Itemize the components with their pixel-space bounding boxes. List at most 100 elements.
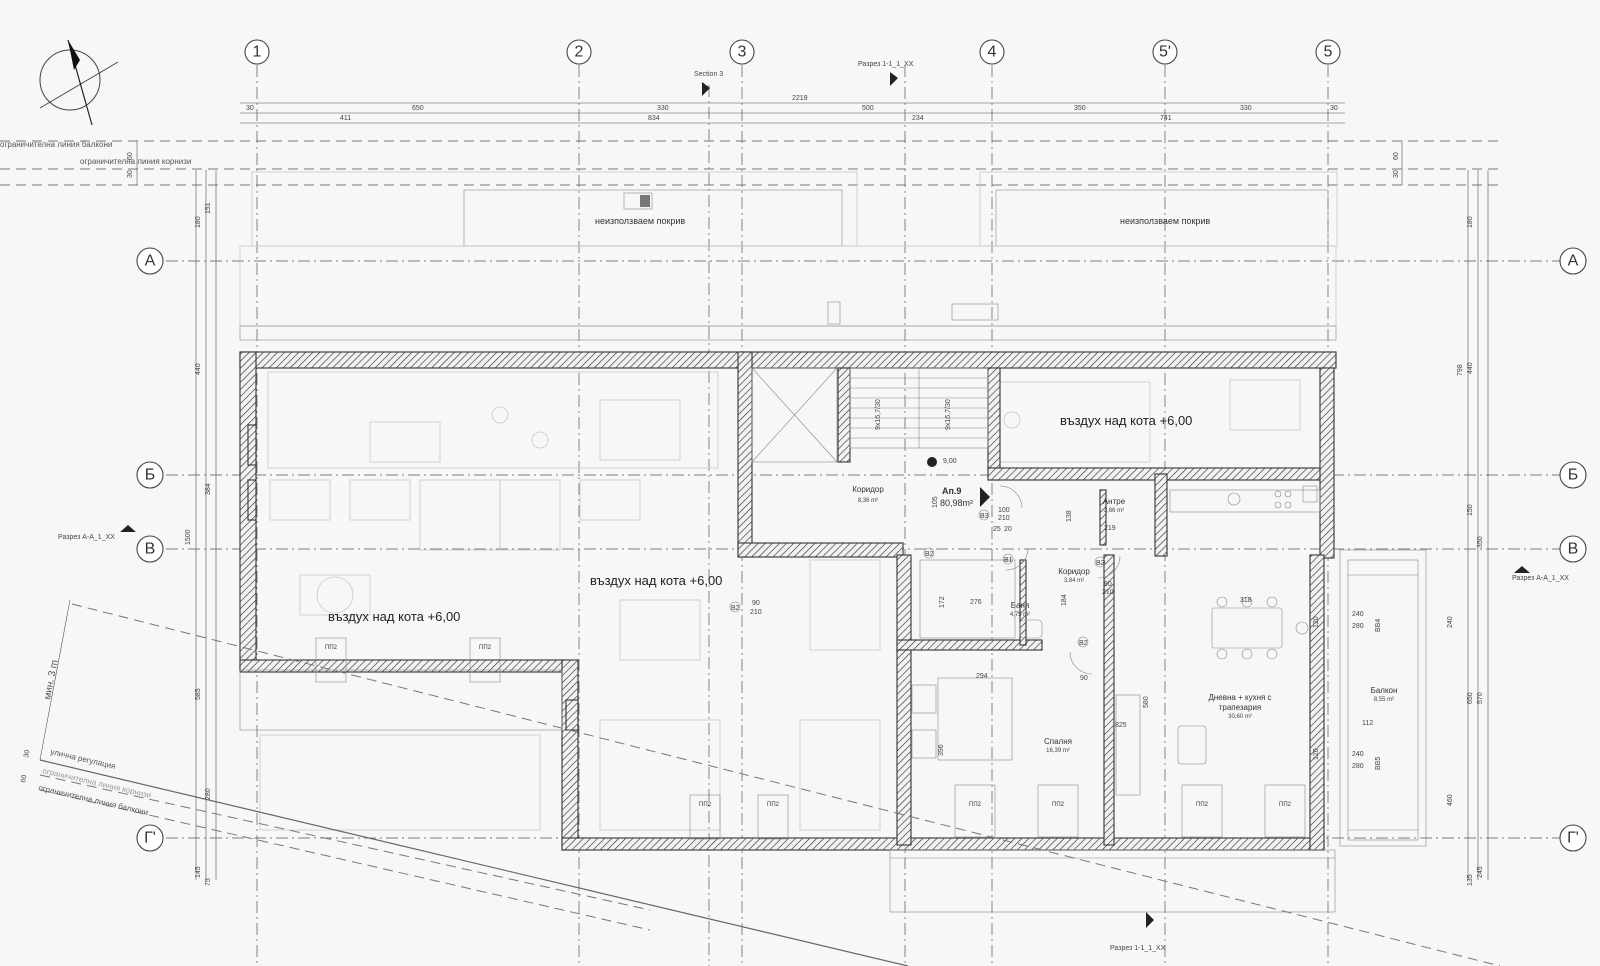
north-arrow-icon — [39, 39, 119, 126]
svg-text:180: 180 — [1467, 216, 1474, 228]
door-markers: B2 90 210 B3 100 210 B1 B2 90 210 B2 B2 … — [729, 485, 1121, 675]
svg-text:500: 500 — [862, 105, 874, 112]
svg-text:Разрез 1-1_1_XX: Разрез 1-1_1_XX — [858, 61, 914, 68]
svg-text:А: А — [1568, 253, 1579, 270]
svg-text:Ап.9: Ап.9 — [942, 486, 961, 496]
svg-text:60: 60 — [1393, 152, 1400, 160]
svg-text:210: 210 — [750, 609, 762, 616]
svg-text:Разрез А-А_1_XX: Разрез А-А_1_XX — [1512, 575, 1569, 582]
svg-text:9x16,7/30: 9x16,7/30 — [945, 399, 952, 430]
svg-text:210: 210 — [1102, 589, 1114, 596]
svg-text:8,36 m²: 8,36 m² — [858, 498, 878, 504]
svg-text:ПП2: ПП2 — [479, 645, 492, 651]
svg-text:8,55 m²: 8,55 m² — [1374, 697, 1394, 703]
svg-text:30: 30 — [23, 749, 31, 758]
svg-text:240: 240 — [1352, 611, 1364, 618]
svg-text:въздух над кота +6,00: въздух над кота +6,00 — [1060, 413, 1192, 428]
ghost-floor — [259, 371, 1301, 831]
svg-text:2: 2 — [575, 44, 584, 61]
svg-text:151: 151 — [205, 202, 212, 214]
svg-text:80,98m²: 80,98m² — [940, 498, 973, 508]
svg-text:16,39 m²: 16,39 m² — [1046, 748, 1070, 754]
svg-text:Антре: Антре — [1103, 497, 1126, 506]
svg-text:20: 20 — [1004, 526, 1012, 533]
svg-text:ПП2: ПП2 — [325, 645, 338, 651]
svg-text:90: 90 — [1104, 581, 1112, 588]
svg-text:280: 280 — [205, 788, 212, 800]
svg-text:112: 112 — [1362, 720, 1373, 727]
svg-text:2219: 2219 — [792, 95, 808, 102]
svg-text:650: 650 — [412, 105, 424, 112]
svg-text:350: 350 — [1074, 105, 1086, 112]
svg-text:3,66 m²: 3,66 m² — [1104, 508, 1124, 514]
svg-text:60: 60 — [20, 774, 28, 783]
room-labels: Коридор 8,36 m² Антре 3,66 m² Коридор 3,… — [852, 485, 1397, 754]
svg-text:B1: B1 — [1004, 557, 1013, 564]
svg-text:440: 440 — [195, 363, 202, 375]
svg-text:мин. 3 m: мин. 3 m — [42, 659, 60, 701]
svg-text:145: 145 — [195, 866, 202, 878]
svg-text:ПП2: ПП2 — [1279, 802, 1292, 808]
svg-text:B2: B2 — [925, 551, 934, 558]
svg-text:ограничителна линия корнизи: ограничителна линия корнизи — [80, 157, 191, 166]
axis-bubbles-side: А Б В Г' А Б В Г' — [136, 247, 1587, 852]
svg-text:30: 30 — [246, 105, 254, 112]
svg-text:Б: Б — [145, 467, 156, 484]
svg-text:172: 172 — [939, 596, 946, 608]
svg-text:ВВ4: ВВ4 — [1375, 619, 1382, 632]
svg-text:Разрез 1-1_1_XX: Разрез 1-1_1_XX — [1110, 945, 1166, 952]
svg-text:Г': Г' — [144, 830, 156, 847]
svg-text:B2: B2 — [1079, 640, 1088, 647]
svg-text:9,00: 9,00 — [943, 458, 957, 465]
svg-text:138: 138 — [1066, 510, 1073, 522]
svg-text:Б: Б — [1568, 467, 1579, 484]
svg-text:25: 25 — [993, 526, 1001, 533]
svg-text:240: 240 — [1447, 616, 1454, 628]
svg-text:Разрез А-А_1_XX: Разрез А-А_1_XX — [58, 534, 115, 541]
svg-text:Г': Г' — [1567, 830, 1579, 847]
svg-text:330: 330 — [657, 105, 669, 112]
svg-text:580: 580 — [1143, 696, 1150, 708]
svg-text:B3: B3 — [980, 513, 989, 520]
balcony: 240 280 240 280 112 ВВ4 ВВ5 — [1339, 549, 1427, 847]
svg-text:В: В — [145, 541, 156, 558]
svg-text:219: 219 — [1104, 525, 1116, 532]
svg-text:384: 384 — [205, 483, 212, 495]
svg-text:90: 90 — [1080, 675, 1088, 682]
svg-text:330: 330 — [1240, 105, 1252, 112]
svg-text:75: 75 — [205, 878, 212, 886]
svg-text:234: 234 — [912, 115, 924, 122]
radiators: ПП2 ПП2 ПП2 ПП2 ПП2 ПП2 ПП2 ПП2 — [315, 637, 1306, 840]
svg-text:650: 650 — [1467, 692, 1474, 704]
svg-text:60: 60 — [127, 152, 134, 160]
svg-text:105: 105 — [932, 496, 939, 508]
furniture — [911, 485, 1321, 796]
svg-text:4,75 m²: 4,75 m² — [1010, 612, 1030, 618]
svg-text:Баня: Баня — [1011, 601, 1029, 610]
svg-text:834: 834 — [648, 115, 660, 122]
svg-text:ограничителна линия балкони: ограничителна линия балкони — [0, 140, 112, 149]
svg-text:Коридор: Коридор — [1058, 567, 1090, 576]
svg-text:184: 184 — [1061, 594, 1068, 606]
svg-text:90: 90 — [752, 600, 760, 607]
section-markers: Section 3 Разрез 1-1_1_XX Разрез 1-1_1_X… — [58, 61, 1569, 952]
svg-text:440: 440 — [1467, 362, 1474, 374]
grid-lines — [166, 65, 1560, 966]
svg-text:ПП2: ПП2 — [969, 802, 982, 808]
air-labels: въздух над кота +6,00 въздух над кота +6… — [328, 413, 1192, 624]
top-dimensions: 2219 30 650 330 500 350 330 30 411 834 2… — [240, 95, 1345, 124]
svg-text:741: 741 — [1160, 115, 1172, 122]
svg-text:въздух над кота +6,00: въздух над кота +6,00 — [328, 609, 460, 624]
svg-text:улична регулация: улична регулация — [50, 747, 117, 771]
svg-text:280: 280 — [1352, 623, 1364, 630]
svg-text:B2: B2 — [731, 605, 740, 612]
svg-text:трапезария: трапезария — [1219, 703, 1262, 712]
svg-text:3: 3 — [738, 44, 747, 61]
svg-text:135: 135 — [1467, 874, 1474, 886]
svg-text:5': 5' — [1159, 44, 1171, 61]
svg-text:А: А — [145, 253, 156, 270]
svg-text:ПП2: ПП2 — [1052, 802, 1065, 808]
svg-text:30: 30 — [127, 170, 134, 178]
side-dimensions: 30 60 180 151 440 384 1500 585 280 145 7… — [127, 141, 1489, 886]
